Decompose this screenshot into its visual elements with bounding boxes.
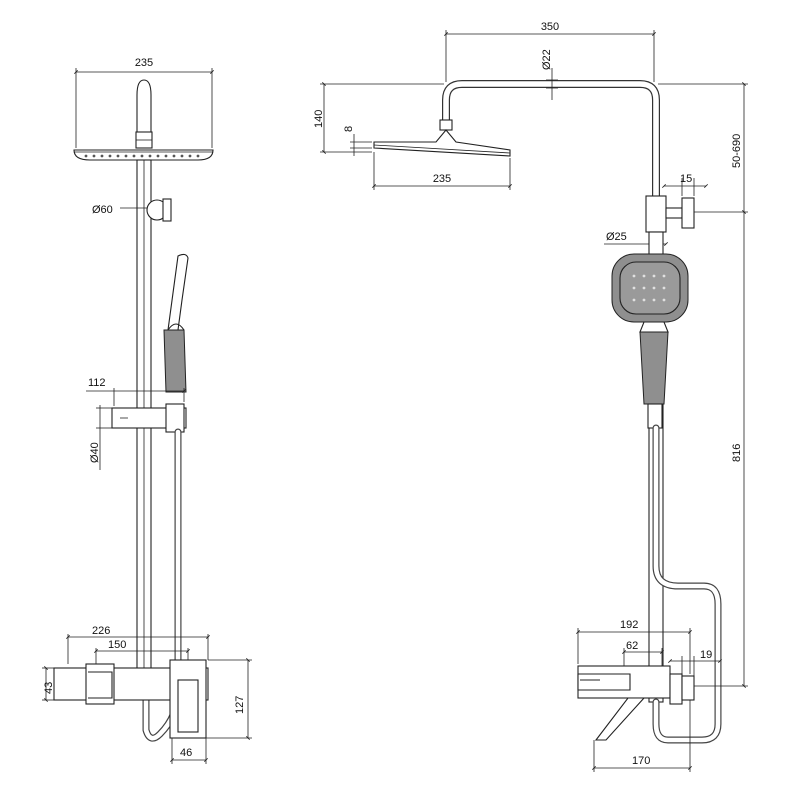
side-overhead-arm bbox=[439, 80, 660, 200]
front-mixer bbox=[53, 659, 209, 739]
dim-side-mixer-width: 192 bbox=[576, 619, 692, 674]
label-side-arm-diameter: Ø22 bbox=[541, 49, 553, 70]
label-front-arm-diameter: Ø60 bbox=[92, 204, 113, 216]
side-head-nozzles bbox=[632, 274, 666, 302]
label-side-wall-offset: 19 bbox=[700, 649, 712, 661]
dim-side-outlet-offset: 15 bbox=[662, 173, 708, 196]
dim-side-wall-offset: 19 bbox=[668, 649, 722, 676]
label-side-spout-offset: 62 bbox=[626, 640, 638, 652]
dim-front-holder-diameter: Ø40 bbox=[89, 405, 112, 470]
dim-side-head-thickness: 8 bbox=[343, 126, 372, 156]
front-view: 235 Ø60 11 bbox=[42, 57, 252, 764]
side-shower-head bbox=[373, 129, 511, 157]
side-mixer bbox=[577, 665, 695, 741]
dim-front-head-width: 235 bbox=[74, 57, 214, 148]
head-nozzles bbox=[84, 154, 200, 158]
label-front-holder-width: 112 bbox=[88, 377, 106, 389]
label-side-head-thickness: 8 bbox=[343, 126, 355, 132]
label-side-rail-length: 816 bbox=[731, 444, 743, 462]
label-side-outlet-offset: 15 bbox=[680, 173, 692, 185]
dim-front-mixer-width: 226 bbox=[66, 625, 210, 664]
label-front-head-width: 235 bbox=[135, 57, 153, 69]
side-hose bbox=[652, 424, 722, 744]
side-view: 350 Ø22 140 8 235 bbox=[313, 21, 748, 772]
dim-side-spout-offset: 62 bbox=[622, 640, 664, 666]
dim-front-spout-length: 150 bbox=[94, 639, 190, 664]
side-diverter bbox=[645, 195, 695, 233]
dim-front-mixer-depth: 46 bbox=[170, 738, 208, 764]
label-side-mixer-width: 192 bbox=[620, 619, 638, 631]
dim-side-arm-reach: 350 bbox=[444, 21, 656, 82]
label-front-holder-diameter: Ø40 bbox=[89, 442, 101, 463]
dim-side-arm-diameter: Ø22 bbox=[541, 49, 558, 100]
dim-front-holder-width: 112 bbox=[86, 377, 186, 406]
label-front-spout-length: 150 bbox=[108, 639, 126, 651]
dim-front-spout-height: 43 bbox=[42, 666, 55, 702]
front-hand-shower bbox=[163, 253, 189, 393]
dim-side-connection-spacing: 170 bbox=[592, 700, 692, 772]
dim-side-rail-length: 816 bbox=[694, 212, 748, 688]
dim-front-mixer-height: 127 bbox=[206, 658, 252, 740]
label-front-mixer-height: 127 bbox=[234, 696, 246, 714]
dim-side-head-drop: 140 bbox=[313, 82, 444, 154]
side-hand-shower bbox=[611, 253, 689, 429]
dim-side-head-width: 235 bbox=[372, 152, 512, 190]
front-slide-holder bbox=[111, 403, 187, 433]
front-shower-head bbox=[73, 79, 214, 161]
label-side-head-width: 235 bbox=[433, 173, 451, 185]
label-front-mixer-depth: 46 bbox=[180, 747, 192, 759]
label-side-pipe-diameter: Ø25 bbox=[606, 231, 627, 243]
dim-side-height-adjust: 50-690 bbox=[658, 82, 748, 214]
label-side-height-adjust: 50-690 bbox=[731, 134, 743, 168]
label-side-connection-spacing: 170 bbox=[632, 755, 650, 767]
front-diverter: Ø60 bbox=[92, 198, 172, 222]
label-front-spout-height: 43 bbox=[43, 682, 55, 694]
label-front-mixer-width: 226 bbox=[92, 625, 110, 637]
label-side-arm-reach: 350 bbox=[541, 21, 559, 33]
label-side-head-drop: 140 bbox=[313, 110, 325, 128]
